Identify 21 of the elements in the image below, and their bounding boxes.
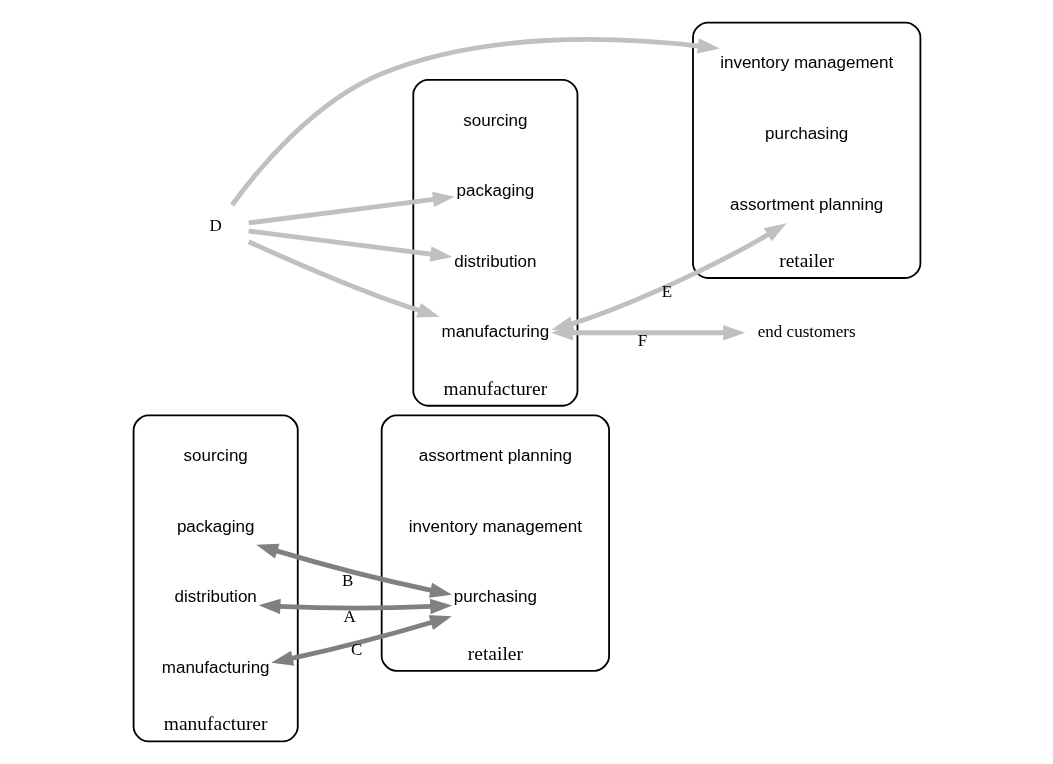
node-text: packaging xyxy=(176,516,254,536)
edge-label: F xyxy=(637,331,647,351)
edge-label: B xyxy=(341,570,353,590)
node-text: inventory management xyxy=(719,53,893,73)
node-text: manufacturing xyxy=(440,322,549,342)
node-text: D xyxy=(209,216,222,236)
node-text: purchasing xyxy=(453,587,537,607)
node-text: packaging xyxy=(456,181,534,201)
node-text: sourcing xyxy=(462,110,528,130)
node-text: sourcing xyxy=(183,446,248,466)
node-text: assortment planning xyxy=(729,194,883,214)
node-text: purchasing xyxy=(764,124,848,144)
node-text: manufacturing xyxy=(161,657,270,677)
edge-label: E xyxy=(661,282,672,302)
node-text: inventory management xyxy=(408,516,582,536)
node-text: distribution xyxy=(453,251,537,271)
node-text: assortment planning xyxy=(418,446,572,466)
node-text: distribution xyxy=(174,587,257,607)
node-text: end customers xyxy=(757,322,856,342)
edge-label: A xyxy=(343,606,356,626)
edge-label: C xyxy=(350,639,362,659)
